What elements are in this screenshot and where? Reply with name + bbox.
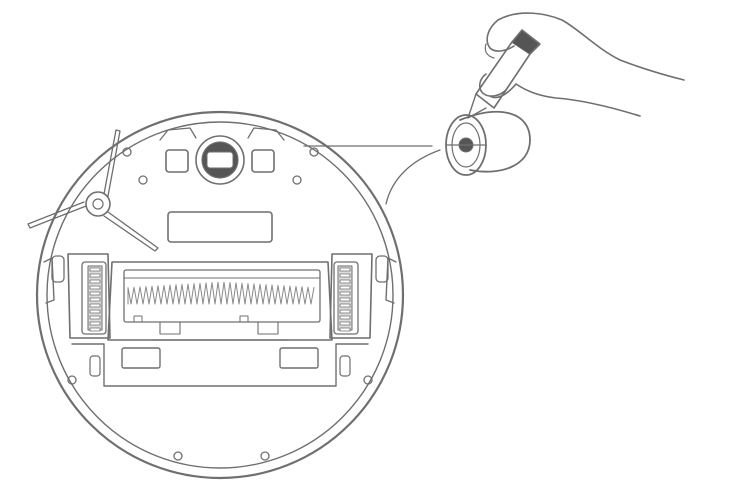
cliff-sensor-left — [51, 255, 65, 283]
tread-segment — [89, 321, 101, 326]
lower-tray — [71, 343, 369, 387]
left-wheel-tread — [89, 267, 101, 332]
tread-segment — [339, 297, 351, 302]
side-brush — [27, 129, 159, 252]
tread-segment — [89, 303, 101, 308]
tread-segment — [89, 327, 101, 332]
tread-segment — [339, 327, 351, 332]
hand-outline — [478, 12, 685, 117]
right-bumper-tab — [385, 257, 397, 304]
tread-segment — [339, 303, 351, 308]
robot-vacuum-underside — [27, 110, 405, 480]
robot-inner-rim — [46, 121, 394, 469]
top-latch-right — [247, 127, 285, 141]
tread-segment — [339, 267, 351, 272]
main-brush-housing — [107, 261, 333, 341]
tread-segment — [89, 291, 101, 296]
tread-segment — [339, 321, 351, 326]
cliff-sensor-right — [375, 255, 389, 283]
main-brush-bristles — [127, 281, 315, 305]
right-drive-wheel — [329, 253, 373, 339]
tread-segment — [89, 315, 101, 320]
zoomed-caster-wheel — [445, 110, 531, 176]
battery-cover-plate — [167, 211, 273, 243]
tread-segment — [89, 273, 101, 278]
callout-leader — [303, 145, 441, 205]
top-latch-left — [159, 127, 197, 141]
tread-segment — [89, 297, 101, 302]
tread-segment — [89, 309, 101, 314]
charging-contact-right — [251, 149, 275, 173]
robot-outer-rim — [35, 110, 405, 480]
tread-segment — [89, 267, 101, 272]
tread-segment — [339, 309, 351, 314]
tread-segment — [339, 285, 351, 290]
caster-wheel — [195, 135, 245, 185]
tread-segment — [339, 315, 351, 320]
hand-holding-tool — [467, 12, 685, 119]
right-wheel-tread — [339, 267, 351, 332]
cleaning-tool-tip — [467, 93, 487, 119]
charging-contact-left — [165, 149, 189, 173]
tread-segment — [89, 279, 101, 284]
tread-segment — [339, 273, 351, 278]
screws — [67, 147, 373, 461]
tread-segment — [339, 279, 351, 284]
tread-segment — [339, 291, 351, 296]
left-bumper-tab — [43, 257, 55, 304]
left-drive-wheel — [67, 253, 111, 339]
tread-segment — [89, 285, 101, 290]
